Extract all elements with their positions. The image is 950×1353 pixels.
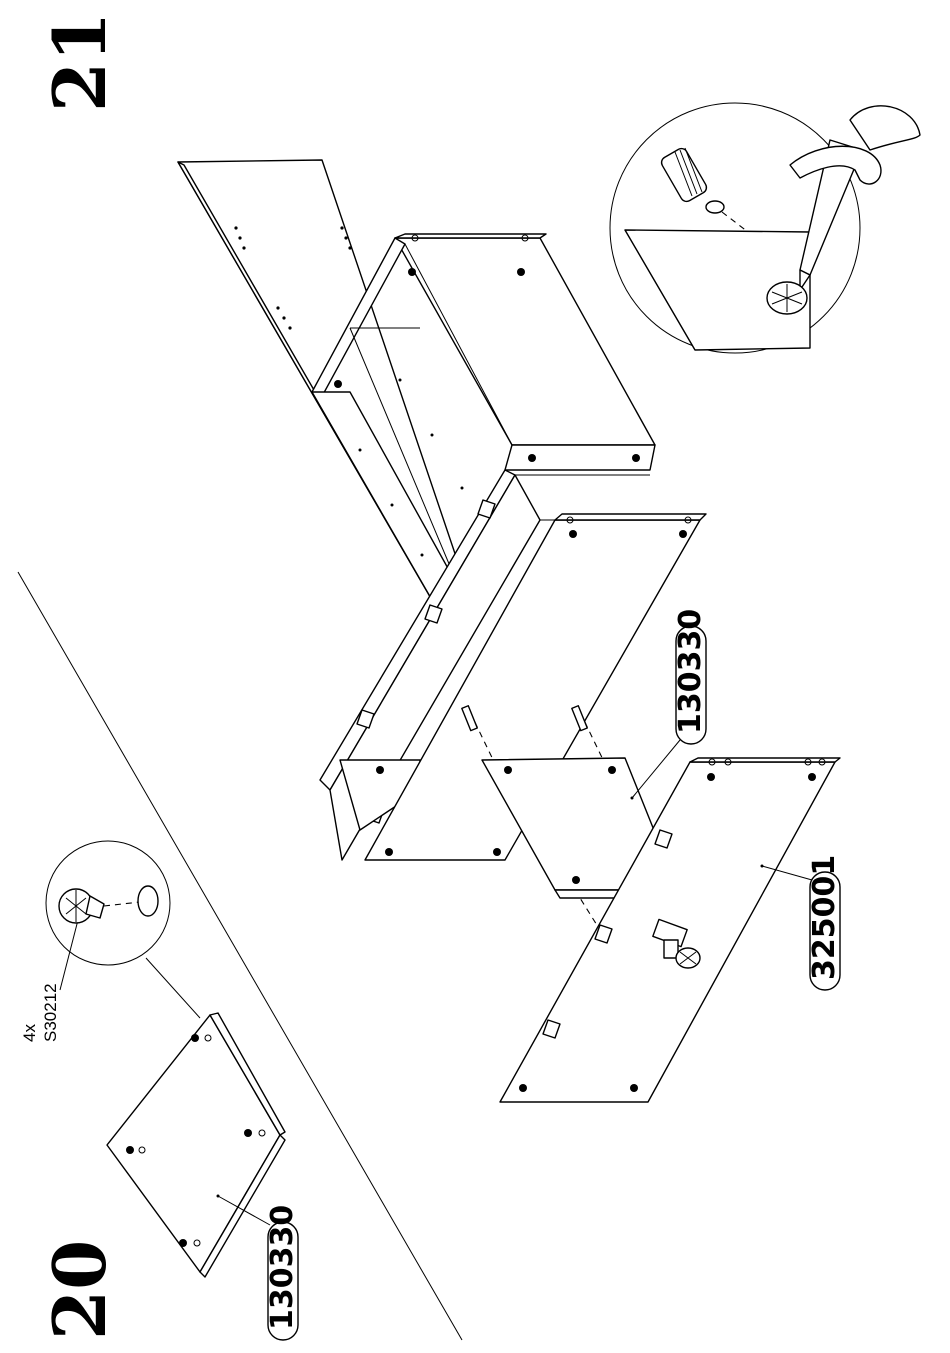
step20-part-label-box: 130330 [265,1205,300,1340]
base-part-label-box: 325001 [807,855,842,990]
hardware-quantity-label: 4x [20,1024,39,1042]
step20-part-number: 130330 [265,1205,300,1330]
drill-hole-icon [138,886,158,916]
step20-panel [107,1013,285,1277]
base-part-number: 325001 [807,855,842,980]
shelf-part-number: 130330 [673,609,708,734]
cam-lock-detail-circle [46,841,200,1018]
step-21: 21 [37,12,920,1102]
step-20: 20 4x S30212 [20,841,300,1340]
cam-lock-icon [767,282,807,314]
step-20-number: 20 [37,1240,122,1340]
screw-icon [659,146,748,232]
screw-detail-circle [610,103,920,353]
hardware-part-code-label: S30212 [41,983,60,1042]
hardware-leader-line [60,920,78,990]
shelf-part-label-box: 130330 [673,609,708,744]
step-21-number: 21 [37,12,122,112]
